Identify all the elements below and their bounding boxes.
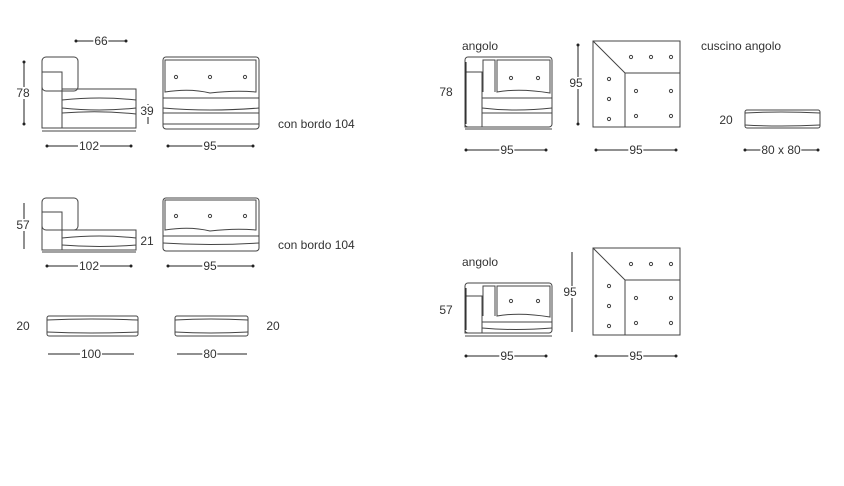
dim-plan-depth: 95	[562, 285, 578, 299]
corner-title: angolo	[462, 255, 499, 269]
dim-seat-height: 21	[139, 234, 155, 248]
dim-plan-width: 95	[628, 143, 644, 157]
corner-cushion-drawing	[744, 109, 821, 129]
dim-height: 78	[438, 85, 454, 99]
corner-high-drawing	[464, 56, 553, 130]
dim-height: 57	[15, 218, 31, 232]
note-border: con bordo 104	[278, 117, 355, 131]
dim-width: 100	[79, 347, 103, 361]
dim-plan-width: 95	[628, 349, 644, 363]
dim-height: 20	[718, 113, 734, 127]
side-low-module-drawing	[41, 197, 137, 253]
dimension-lines	[23, 40, 818, 357]
dim-height: 20	[15, 319, 31, 333]
dim-width: 95	[202, 139, 218, 153]
dim-width: 95	[202, 259, 218, 273]
dim-size: 80 x 80	[760, 143, 802, 157]
side-high-module-drawing	[41, 56, 137, 132]
dim-width: 95	[499, 349, 515, 363]
front-low-module-drawing	[162, 197, 260, 252]
corner-low-drawing	[464, 282, 553, 337]
dim-seat-height: 39	[139, 104, 155, 118]
dim-height: 78	[15, 86, 31, 100]
dim-height: 57	[438, 303, 454, 317]
front-high-module-drawing	[162, 56, 260, 130]
corner-title: angolo	[462, 39, 499, 53]
dimension-dots	[22, 39, 820, 358]
dim-plan-depth: 95	[568, 76, 584, 90]
corner-low-plan-drawing	[592, 247, 681, 336]
cushion-80-drawing	[174, 315, 249, 337]
dim-depth: 102	[77, 139, 101, 153]
cushion-100-drawing	[46, 315, 139, 337]
corner-high-plan-drawing	[592, 40, 681, 128]
dim-height: 20	[265, 319, 281, 333]
dim-width: 95	[499, 143, 515, 157]
dim-depth: 102	[77, 259, 101, 273]
dim-width: 80	[202, 347, 218, 361]
note-border: con bordo 104	[278, 238, 355, 252]
dim-width-top: 66	[93, 34, 109, 48]
corner-cushion-title: cuscino angolo	[701, 39, 782, 53]
